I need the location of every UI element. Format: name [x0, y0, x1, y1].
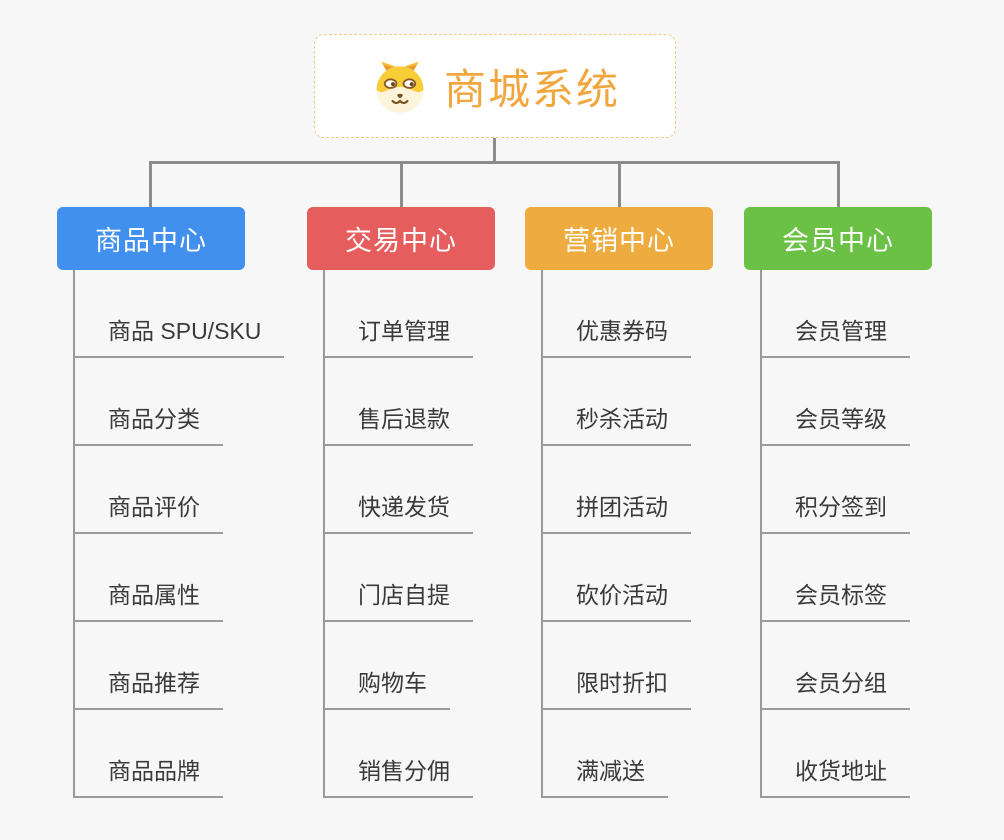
branch-node-product-center[interactable]: 商品中心	[57, 207, 245, 270]
branch-node-member-center[interactable]: 会员中心	[744, 207, 932, 270]
connector-drop-product	[149, 161, 152, 207]
leaf-topic[interactable]: 商品评价	[75, 446, 223, 534]
leaf-topic[interactable]: 优惠券码	[543, 270, 691, 358]
branch-node-marketing-center[interactable]: 营销中心	[525, 207, 713, 270]
branch-marketing-center: 营销中心 优惠券码 秒杀活动 拼团活动 砍价活动 限时折扣 满减送	[525, 207, 755, 798]
leaf-topic[interactable]: 拼团活动	[543, 446, 691, 534]
leaf-topic[interactable]: 砍价活动	[543, 534, 691, 622]
leaf-topic[interactable]: 销售分佣	[325, 710, 473, 798]
leaf-topic[interactable]: 快递发货	[325, 446, 473, 534]
leaf-topic[interactable]: 商品品牌	[75, 710, 223, 798]
branch-trade-center: 交易中心 订单管理 售后退款 快递发货 门店自提 购物车 销售分佣	[307, 207, 537, 798]
root-node-mall-system[interactable]: 商城系统	[314, 34, 676, 138]
branch-node-trade-center[interactable]: 交易中心	[307, 207, 495, 270]
leaf-topic[interactable]: 商品属性	[75, 534, 223, 622]
branch-children-product: 商品 SPU/SKU 商品分类 商品评价 商品属性 商品推荐 商品品牌	[73, 270, 285, 798]
leaf-topic[interactable]: 商品 SPU/SKU	[75, 270, 285, 358]
leaf-topic[interactable]: 商品分类	[75, 358, 223, 446]
connector-bus	[149, 161, 840, 164]
leaf-topic[interactable]: 秒杀活动	[543, 358, 691, 446]
branch-children-marketing: 优惠券码 秒杀活动 拼团活动 砍价活动 限时折扣 满减送	[541, 270, 691, 798]
leaf-topic[interactable]: 收货地址	[762, 710, 910, 798]
root-title: 商城系统	[443, 65, 620, 113]
leaf-topic[interactable]: 购物车	[325, 622, 450, 710]
connector-drop-market	[618, 161, 621, 207]
leaf-topic[interactable]: 商品推荐	[75, 622, 223, 710]
leaf-topic[interactable]: 门店自提	[325, 534, 473, 622]
leaf-topic[interactable]: 订单管理	[325, 270, 473, 358]
leaf-topic[interactable]: 积分签到	[762, 446, 910, 534]
connector-drop-trade	[400, 161, 403, 207]
leaf-topic[interactable]: 会员标签	[762, 534, 910, 622]
branch-children-member: 会员管理 会员等级 积分签到 会员标签 会员分组 收货地址	[760, 270, 910, 798]
leaf-topic[interactable]: 限时折扣	[543, 622, 691, 710]
leaf-topic[interactable]: 会员等级	[762, 358, 910, 446]
leaf-topic[interactable]: 满减送	[543, 710, 668, 798]
connector-root-stub	[493, 138, 496, 163]
dog-face-icon	[376, 61, 424, 114]
leaf-topic[interactable]: 售后退款	[325, 358, 473, 446]
connector-drop-member	[837, 161, 840, 207]
branch-product-center: 商品中心 商品 SPU/SKU 商品分类 商品评价 商品属性 商品推荐 商品品牌	[57, 207, 287, 798]
leaf-topic[interactable]: 会员分组	[762, 622, 910, 710]
leaf-topic[interactable]: 会员管理	[762, 270, 910, 358]
branch-children-trade: 订单管理 售后退款 快递发货 门店自提 购物车 销售分佣	[323, 270, 473, 798]
branch-member-center: 会员中心 会员管理 会员等级 积分签到 会员标签 会员分组 收货地址	[744, 207, 974, 798]
